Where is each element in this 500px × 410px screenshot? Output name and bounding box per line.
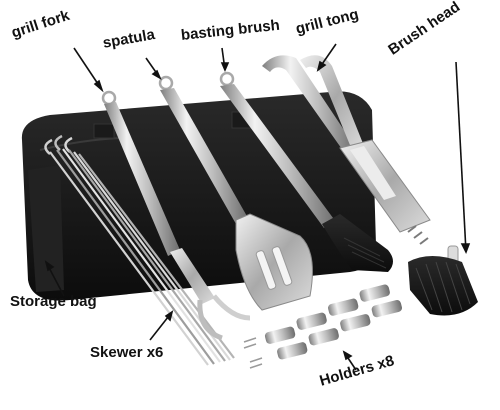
storage-bag <box>21 91 377 301</box>
label-skewer: Skewer x6 <box>90 344 164 361</box>
grill-fork <box>101 90 251 341</box>
corn-holders <box>243 284 402 369</box>
grill-tong <box>262 55 431 245</box>
spatula <box>158 75 313 311</box>
skewer-set <box>44 134 235 366</box>
basting-brush <box>219 71 393 272</box>
callout-arrows <box>44 43 471 371</box>
label-storage-bag: Storage bag <box>10 293 97 310</box>
brush-head <box>408 245 478 316</box>
